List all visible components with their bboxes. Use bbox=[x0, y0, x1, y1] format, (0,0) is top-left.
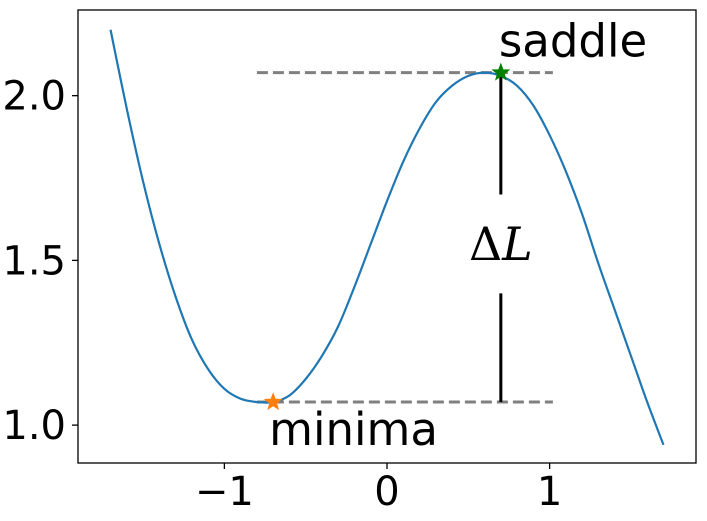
curve-layer bbox=[109, 29, 665, 446]
tick-labels: −1 0 1 1.0 1.5 2.0 bbox=[2, 74, 562, 515]
x-tick-label: 0 bbox=[374, 469, 399, 515]
x-tick-label: −1 bbox=[195, 469, 254, 515]
saddle-star-icon bbox=[491, 62, 511, 81]
y-tick-label: 1.0 bbox=[2, 403, 66, 449]
y-tick-label: 1.5 bbox=[2, 238, 66, 284]
x-tick-label: 1 bbox=[537, 469, 562, 515]
marker-layer bbox=[263, 62, 511, 411]
delta-symbol: Δ bbox=[469, 217, 502, 271]
delta-variable: L bbox=[501, 217, 533, 271]
minima-star-icon bbox=[263, 392, 283, 411]
delta-l-annotation: ΔL bbox=[469, 217, 533, 271]
plot-frame bbox=[77, 9, 697, 464]
minima-annotation: minima bbox=[269, 403, 438, 456]
loss-curve-line bbox=[109, 29, 665, 446]
y-tick-label: 2.0 bbox=[2, 74, 66, 120]
axes bbox=[72, 9, 697, 469]
saddle-annotation: saddle bbox=[499, 15, 647, 68]
